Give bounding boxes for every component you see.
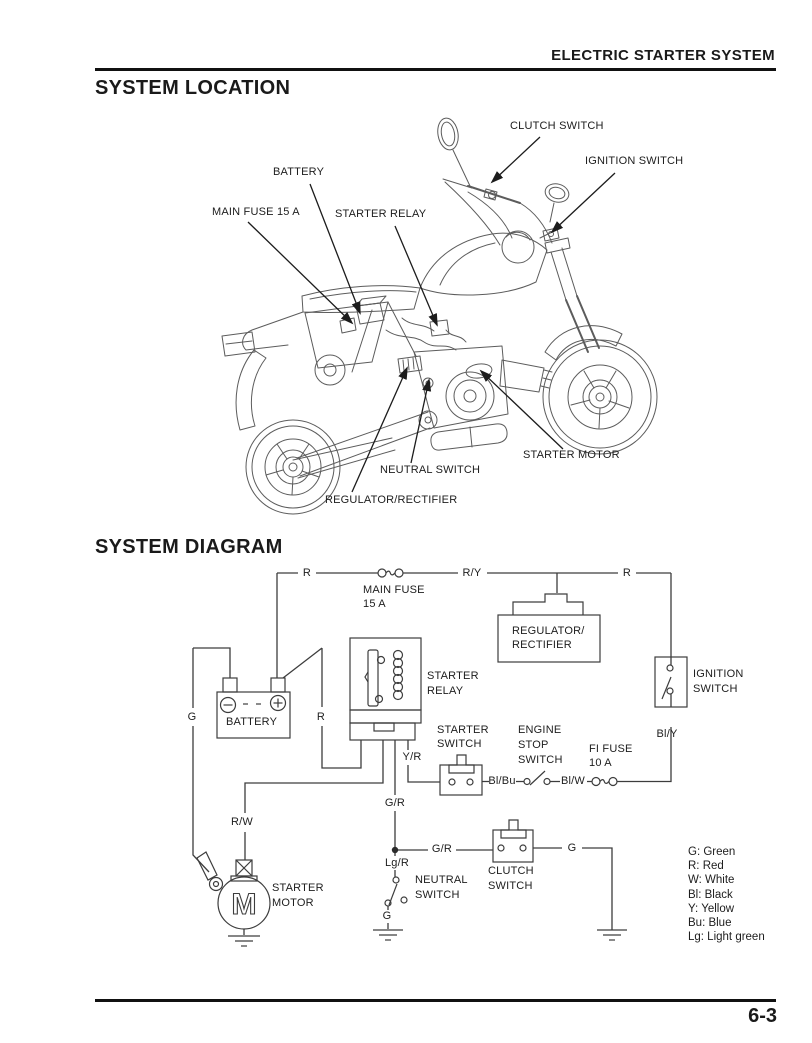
wire-label-blw: Bl/W xyxy=(560,775,586,787)
wires xyxy=(192,572,672,935)
diagram-label-fi-fuse: FI FUSE 10 A xyxy=(589,743,633,769)
diagram-label-clutch-switch: CLUTCH SWITCH xyxy=(488,865,534,892)
diagram-label-starter-relay: STARTER RELAY xyxy=(427,670,479,697)
label-ignition-switch: IGNITION SWITCH xyxy=(585,155,684,167)
wire-label-g-battery: G xyxy=(187,711,197,723)
wire-label-r-left: R xyxy=(302,567,312,579)
motorcycle-illustration xyxy=(221,117,658,515)
diagram-label-engine-stop-switch: ENGINE STOP SWITCH xyxy=(518,724,563,766)
battery-symbol xyxy=(216,677,291,739)
diagram-label-starter-switch: STARTER SWITCH xyxy=(437,724,489,750)
label-main-fuse: MAIN FUSE 15 A xyxy=(212,206,300,218)
leader-arrows xyxy=(247,136,616,493)
label-battery: BATTERY xyxy=(273,166,325,178)
diagram-label-main-fuse: MAIN FUSE 15 A xyxy=(363,584,425,610)
junction-dot xyxy=(391,846,399,854)
wiring-diagram: M xyxy=(192,568,688,947)
diagram-label-starter-motor: STARTER MOTOR xyxy=(272,882,324,909)
starter-motor-symbol xyxy=(196,851,271,930)
legend-item: R: Red xyxy=(688,860,724,873)
label-regulator-rectifier: REGULATOR/RECTIFIER xyxy=(325,494,458,506)
main-fuse-symbol xyxy=(377,568,404,578)
legend-item: G: Green xyxy=(688,846,736,858)
label-starter-relay: STARTER RELAY xyxy=(335,208,427,220)
ignition-switch-symbol xyxy=(654,656,688,708)
main-fuse-leader xyxy=(247,221,354,325)
legend-item: Bl: Black xyxy=(688,888,733,901)
neutral-switch-symbol xyxy=(384,876,408,907)
motor-m-letter: M xyxy=(232,888,257,921)
header-rule xyxy=(95,68,776,71)
legend-item: W: White xyxy=(688,874,735,887)
label-starter-motor: STARTER MOTOR xyxy=(523,449,620,461)
section-heading-location: SYSTEM LOCATION xyxy=(95,77,291,99)
starter-switch-symbol xyxy=(439,754,483,796)
legend-item: Lg: Light green xyxy=(688,931,765,944)
regulator-rectifier-symbol xyxy=(497,593,601,663)
wire-label-r-right: R xyxy=(622,567,632,579)
page-number: 6-3 xyxy=(748,1005,777,1027)
diagram-label-ignition-switch: IGNITION SWITCH xyxy=(693,668,744,695)
wire-label-gr-vertical: G/R xyxy=(384,797,406,809)
fi-fuse-symbol xyxy=(591,776,618,787)
wire-label-yr: Y/R xyxy=(402,751,422,763)
footer-rule xyxy=(95,999,776,1002)
wire-label-r-battery: R xyxy=(316,711,326,723)
regulator-rectifier-leader xyxy=(351,366,408,493)
starter-relay-symbol xyxy=(349,637,422,741)
wire-label-rw: R/W xyxy=(231,816,253,828)
ignition-switch-leader xyxy=(550,172,616,234)
diagram-label-battery: BATTERY xyxy=(226,716,278,728)
page-title: ELECTRIC STARTER SYSTEM xyxy=(551,47,775,64)
wire-color-legend: G: Green R: Red W: White Bl: Black Y: Ye… xyxy=(688,845,765,944)
neutral-switch-leader xyxy=(410,378,432,464)
wire-label-bly: Bl/Y xyxy=(656,728,678,740)
starter-relay-leader xyxy=(394,225,438,327)
label-clutch-switch: CLUTCH SWITCH xyxy=(510,120,604,132)
battery-leader xyxy=(309,183,361,315)
clutch-switch-symbol xyxy=(492,819,534,863)
wire-label-g-clutch: G xyxy=(567,842,577,854)
section-heading-diagram: SYSTEM DIAGRAM xyxy=(95,536,283,558)
clutch-switch-leader xyxy=(490,136,541,184)
engine-stop-switch-symbol xyxy=(523,770,551,786)
ground-symbol-clutch xyxy=(597,929,627,941)
legend-item: Y: Yellow xyxy=(688,902,735,915)
diagram-label-regulator-rectifier: REGULATOR/ RECTIFIER xyxy=(512,625,585,651)
wire-label-ry: R/Y xyxy=(462,567,482,579)
diagram-label-neutral-switch: NEUTRAL SWITCH xyxy=(415,874,468,901)
wire-label-lgr: Lg/R xyxy=(384,857,410,869)
label-neutral-switch: NEUTRAL SWITCH xyxy=(380,464,481,476)
starter-motor-leader xyxy=(479,369,564,450)
ground-symbol-motor xyxy=(228,935,260,947)
ground-symbol-neutral xyxy=(373,929,403,941)
wire-label-g-neutral: G xyxy=(382,910,392,922)
legend-item: Bu: Blue xyxy=(688,917,732,930)
wire-label-gr-horizontal: G/R xyxy=(431,843,453,855)
wire-label-blbu: Bl/Bu xyxy=(488,775,516,787)
